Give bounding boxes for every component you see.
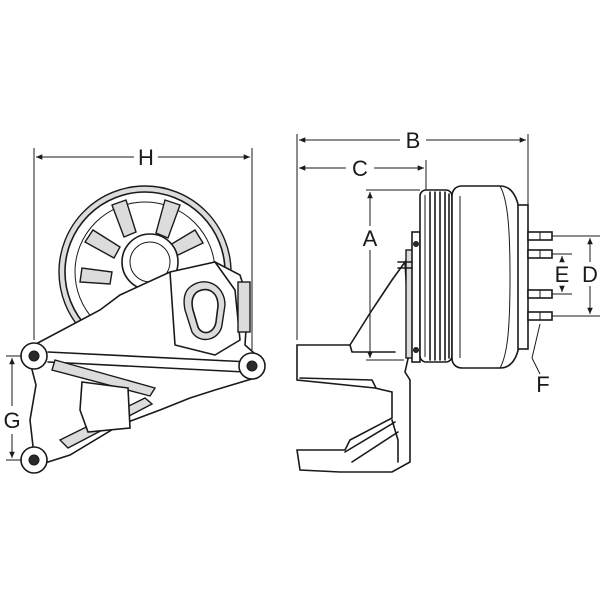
dimension-label-a: A bbox=[363, 226, 378, 251]
dimension-a: A bbox=[363, 189, 420, 361]
dimension-e: E bbox=[552, 253, 572, 295]
mounting-bracket bbox=[29, 261, 263, 463]
bolt-eye-right bbox=[238, 352, 266, 380]
dimension-c: C bbox=[299, 156, 427, 190]
side-pulley-grooves bbox=[419, 189, 453, 363]
dimension-d: D bbox=[552, 235, 600, 317]
dimension-label-e: E bbox=[555, 262, 570, 287]
side-view bbox=[296, 185, 553, 473]
dimension-label-b: B bbox=[406, 128, 421, 153]
dimension-g: G bbox=[3, 355, 22, 461]
dimension-label-d: D bbox=[582, 262, 598, 287]
dimension-label-g: G bbox=[3, 408, 20, 433]
bolt-eye-upper-left bbox=[20, 342, 48, 370]
side-studs bbox=[527, 231, 553, 321]
side-bracket bbox=[296, 259, 411, 473]
side-clutch-body bbox=[451, 185, 529, 369]
bolt-eye-lower-left bbox=[20, 446, 48, 474]
dimension-label-c: C bbox=[352, 156, 368, 181]
dimension-h: H bbox=[33, 145, 253, 350]
dimension-label-h: H bbox=[138, 145, 154, 170]
dimension-b: B bbox=[296, 128, 529, 340]
front-view bbox=[20, 185, 266, 474]
dimension-label-f: F bbox=[536, 372, 549, 397]
dimension-f: F bbox=[531, 323, 550, 397]
